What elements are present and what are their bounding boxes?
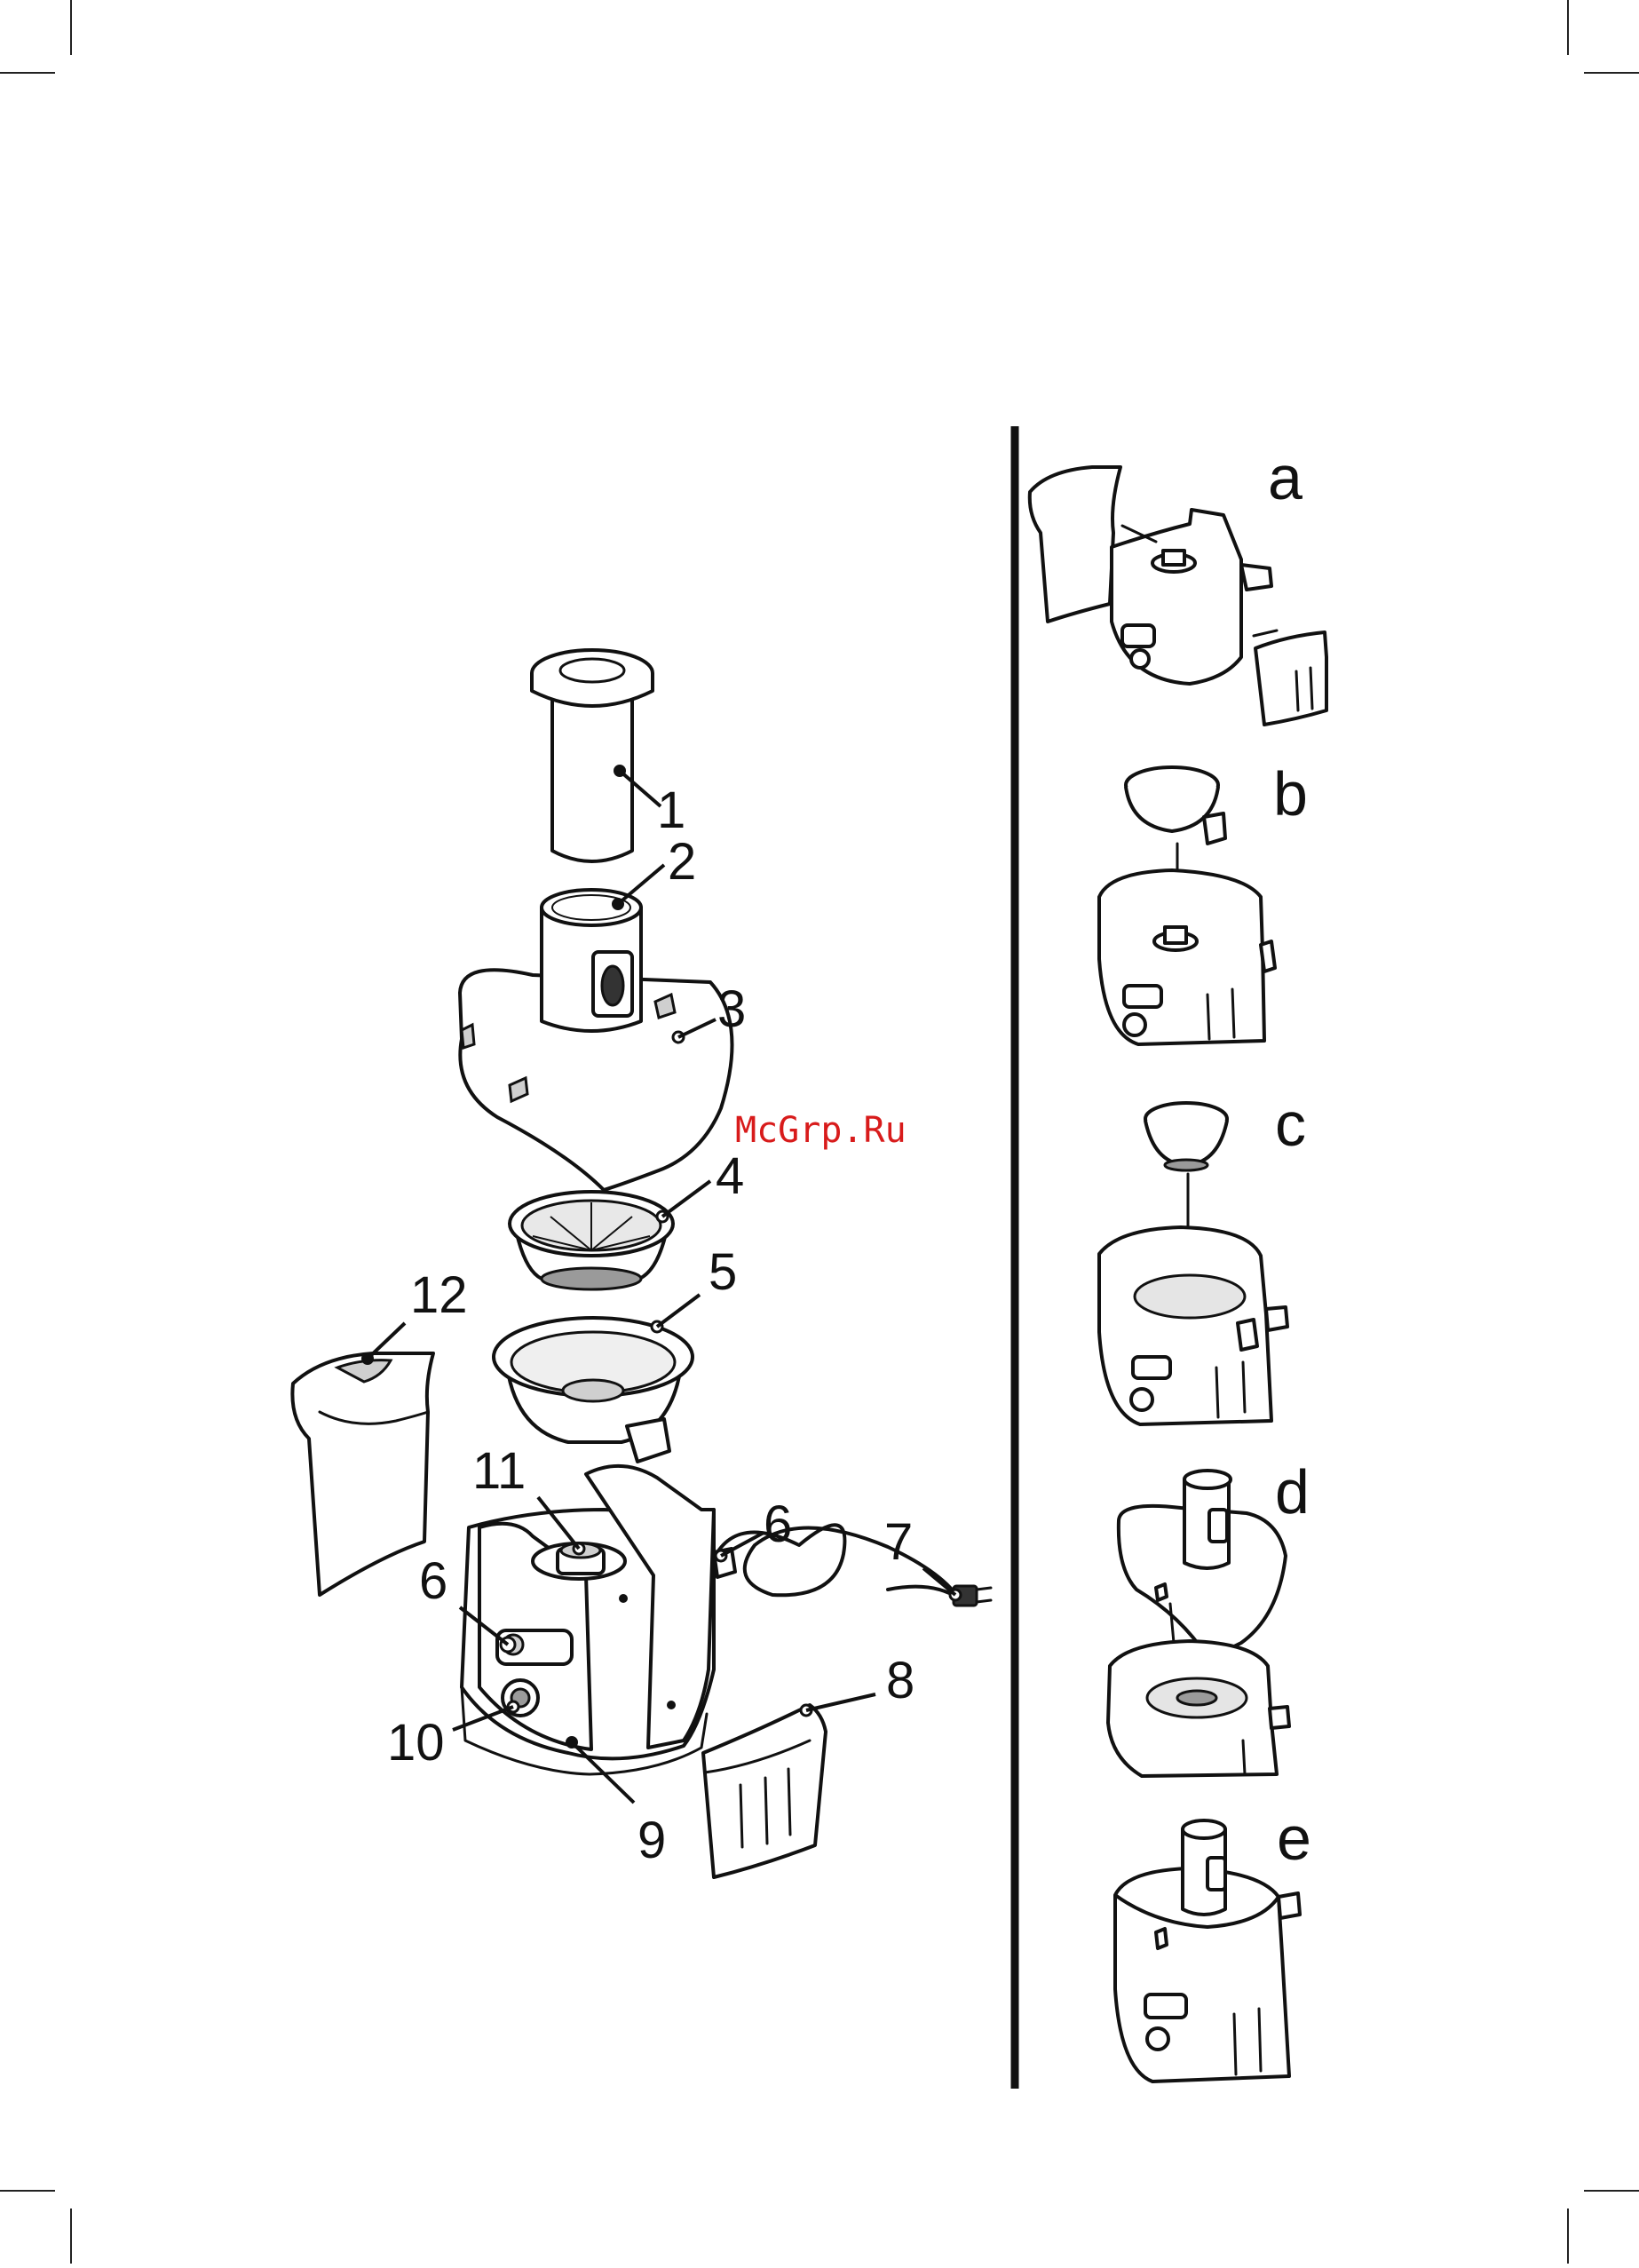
- label-part-7: 7: [884, 1513, 913, 1571]
- label-part-6a: 6: [764, 1495, 792, 1553]
- label-part-11: 11: [472, 1442, 526, 1500]
- step-label-e: e: [1277, 1804, 1311, 1873]
- feed-tube-part: [542, 890, 641, 1031]
- label-part-10: 10: [387, 1714, 445, 1772]
- watermark: McGrp.Ru: [735, 1110, 907, 1151]
- step-label-a: a: [1268, 443, 1302, 512]
- label-part-3: 3: [717, 980, 746, 1038]
- step-d-illustration: [1108, 1471, 1289, 1776]
- assembly-steps: a b c d e: [1030, 443, 1326, 2082]
- step-label-b: b: [1273, 759, 1308, 829]
- step-label-d: d: [1275, 1457, 1310, 1527]
- motor-base-part: [462, 1466, 735, 1774]
- step-label-c: c: [1275, 1090, 1306, 1159]
- step-e-illustration: [1115, 1820, 1300, 2082]
- power-cord-part: [709, 1525, 991, 1606]
- step-b-illustration: [1099, 767, 1275, 1044]
- juice-jug-part: [703, 1705, 826, 1877]
- exploded-view: 1 2 3 4 5 12 11 6 7 6 8 10 9 McGrp.Ru: [292, 650, 991, 1877]
- callout-7: [923, 1568, 961, 1600]
- label-part-2: 2: [668, 833, 696, 891]
- label-part-4: 4: [716, 1147, 744, 1205]
- pulp-container-part: [292, 1353, 433, 1595]
- label-part-8: 8: [886, 1652, 915, 1709]
- label-part-12: 12: [410, 1266, 468, 1324]
- callout-4: [657, 1181, 710, 1222]
- label-part-6b: 6: [419, 1552, 447, 1610]
- juice-bowl-part: [494, 1318, 693, 1462]
- callout-5: [652, 1295, 700, 1332]
- label-part-9: 9: [637, 1812, 666, 1869]
- label-part-1: 1: [657, 781, 685, 839]
- filter-basket-part: [510, 1192, 673, 1289]
- step-c-illustration: [1099, 1103, 1287, 1424]
- pusher-part: [532, 650, 653, 861]
- label-part-5: 5: [709, 1243, 737, 1301]
